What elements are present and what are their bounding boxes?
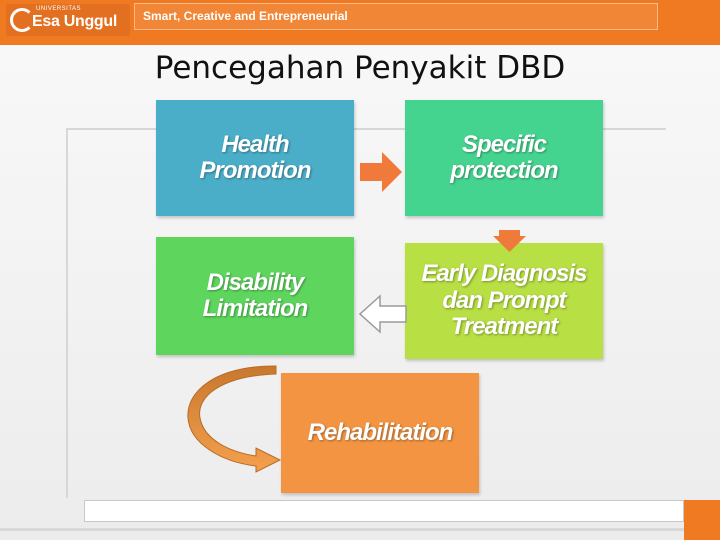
box-rehabilitation: Rehabilitation (281, 373, 479, 493)
tagline-box: Smart, Creative and Entrepreneurial (134, 3, 658, 30)
down-arrow-icon (493, 230, 526, 252)
footer-bar (84, 500, 684, 522)
footer-accent (684, 500, 720, 540)
box-disability-limitation: Disability Limitation (156, 237, 354, 355)
box-health-promotion: Health Promotion (156, 100, 354, 216)
right-arrow-icon (360, 152, 402, 192)
box-specific-protection: Specific protection (405, 100, 603, 216)
footer-line (0, 528, 720, 531)
logo-small-text: UNIVERSITAS (36, 6, 82, 12)
slide-frame (66, 128, 666, 498)
box-label: Rehabilitation (307, 418, 454, 446)
university-logo: UNIVERSITAS Esa Unggul (6, 4, 130, 36)
box-label: Specific protection (450, 130, 558, 184)
box-label: Health Promotion (199, 130, 312, 184)
header-banner: UNIVERSITAS Esa Unggul Smart, Creative a… (0, 0, 720, 45)
logo-name: Esa Unggul (32, 13, 118, 30)
logo-emblem-icon (10, 8, 34, 32)
box-label: Disability Limitation (202, 268, 309, 322)
box-early-diagnosis: Early Diagnosis dan Prompt Treatment (405, 243, 603, 359)
box-label: Early Diagnosis dan Prompt Treatment (421, 260, 587, 341)
left-arrow-icon (358, 294, 407, 334)
curved-arrow-icon (187, 365, 282, 473)
page-title: Pencegahan Penyakit DBD (154, 50, 566, 86)
tagline: Smart, Creative and Entrepreneurial (143, 9, 348, 23)
